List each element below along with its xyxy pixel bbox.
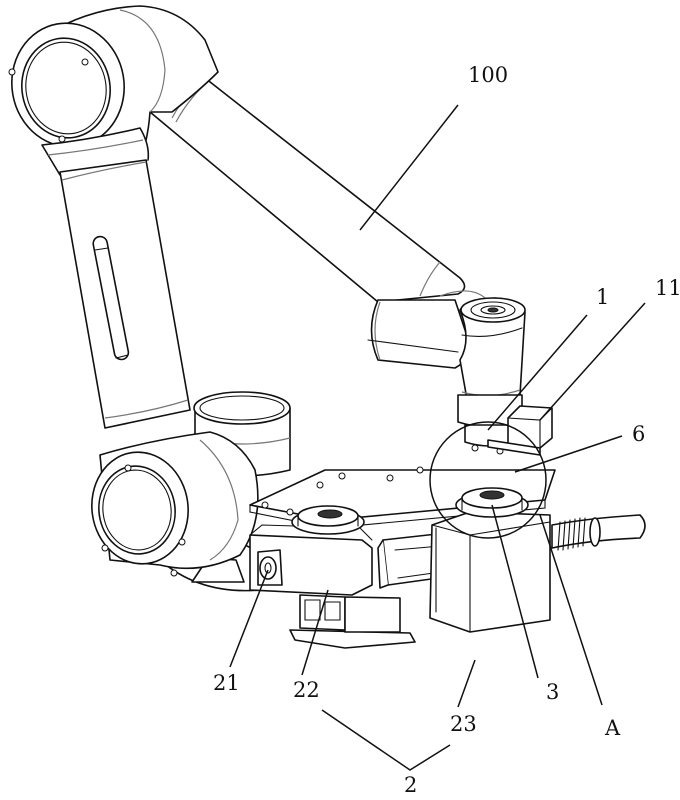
leader-22 (301, 589, 329, 676)
detail-circle (429, 421, 547, 539)
leader-A (539, 514, 603, 706)
label-fixture: 3 (546, 680, 560, 704)
label-detail-circle: 6 (632, 422, 646, 446)
leader-lines (229, 104, 646, 771)
label-station-group: 2 (404, 773, 418, 797)
label-station-left: 21 (213, 671, 240, 695)
label-station-middle: 22 (293, 678, 320, 702)
label-robot-arm: 100 (468, 63, 509, 87)
label-end-tool: 1 (596, 285, 610, 309)
shoulder-joint-top (8, 5, 219, 176)
leader-1 (487, 314, 588, 431)
label-sensor-box: 11 (655, 276, 680, 300)
left-station (249, 505, 416, 649)
upper-arm-link (149, 71, 466, 303)
leader-11 (539, 302, 646, 421)
lower-arm-link (59, 159, 191, 429)
wrist-joints (367, 290, 526, 455)
leader-23 (457, 659, 476, 708)
label-detail-view: A (605, 716, 621, 740)
label-station-right: 23 (450, 712, 477, 736)
leader-3 (491, 504, 539, 679)
leader-21 (229, 569, 269, 668)
base-joint (91, 431, 259, 577)
leader-100 (359, 104, 459, 231)
leader-2-bracket (321, 709, 451, 771)
leader-6 (514, 435, 623, 473)
